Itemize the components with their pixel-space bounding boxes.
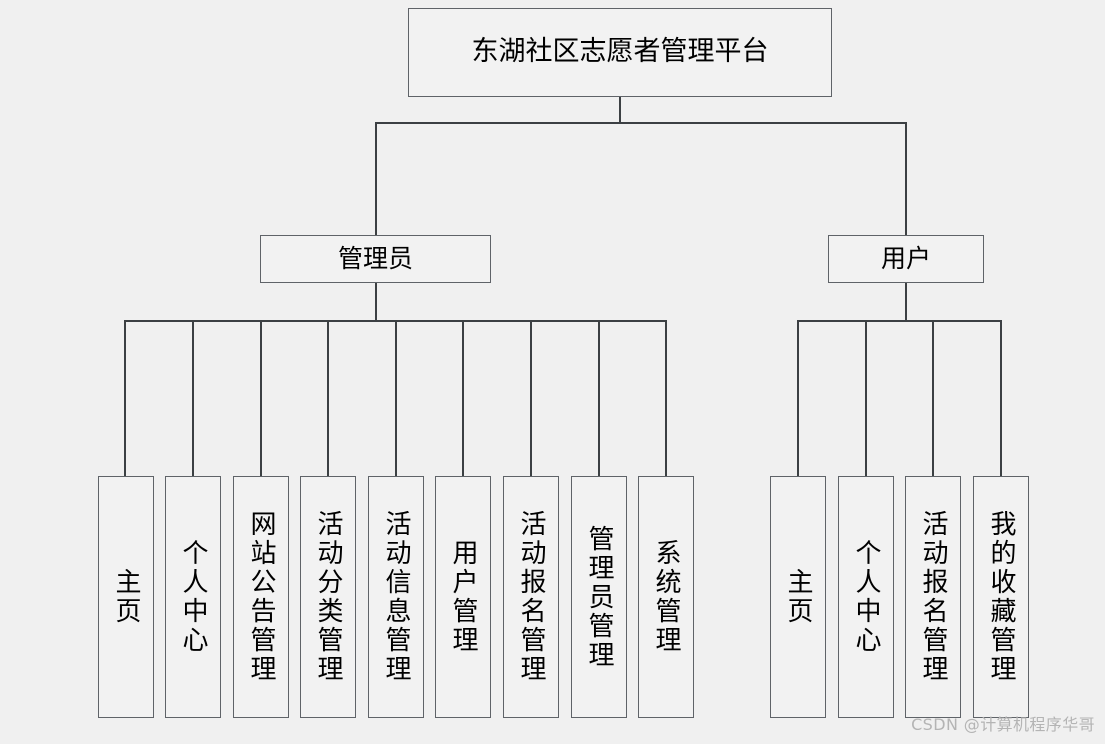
connector-user-stem [905,283,907,321]
connector-user-drop-4 [1000,320,1002,476]
connector-admin-stem [375,283,377,321]
node-root-label: 东湖社区志愿者管理平台 [471,36,769,68]
node-role-user[interactable]: 用户 [828,235,984,283]
connector-user-drop-3 [932,320,934,476]
connector-admin-drop-4 [327,320,329,476]
node-admin-module-user-management-label: 用户管理 [448,539,478,655]
connector-level2-bus [375,122,907,124]
node-user-module-home[interactable]: 主页 [770,476,826,718]
connector-admin-drop-9 [665,320,667,476]
node-role-admin-label: 管理员 [337,243,413,273]
connector-admin-drop-8 [598,320,600,476]
node-admin-module-site-announcement-label: 网站公告管理 [246,510,276,684]
node-admin-module-home-label: 主页 [111,568,141,626]
node-user-module-personal-center[interactable]: 个人中心 [838,476,894,718]
node-admin-module-system-management[interactable]: 系统管理 [638,476,694,718]
node-admin-module-system-management-label: 系统管理 [651,539,681,655]
connector-user-drop-2 [865,320,867,476]
connector-root-stem [619,97,621,123]
connector-admin-drop-2 [192,320,194,476]
node-admin-module-admin-management-label: 管理员管理 [584,524,614,670]
node-role-user-label: 用户 [880,243,931,273]
csdn-watermark: CSDN @计算机程序华哥 [911,715,1095,734]
node-admin-module-activity-signup-label: 活动报名管理 [516,510,546,684]
connector-to-user [905,122,907,236]
node-admin-module-home[interactable]: 主页 [98,476,154,718]
node-user-module-personal-center-label: 个人中心 [851,539,881,655]
node-admin-module-admin-management[interactable]: 管理员管理 [571,476,627,718]
connector-admin-drop-1 [124,320,126,476]
node-user-module-my-favorites-label: 我的收藏管理 [986,510,1016,684]
node-admin-module-user-management[interactable]: 用户管理 [435,476,491,718]
connector-user-bus [797,320,1002,322]
node-admin-module-activity-category[interactable]: 活动分类管理 [300,476,356,718]
node-admin-module-activity-signup[interactable]: 活动报名管理 [503,476,559,718]
node-user-module-activity-signup-label: 活动报名管理 [918,510,948,684]
connector-admin-drop-7 [530,320,532,476]
node-user-module-my-favorites[interactable]: 我的收藏管理 [973,476,1029,718]
node-user-module-home-label: 主页 [783,568,813,626]
node-admin-module-activity-category-label: 活动分类管理 [313,510,343,684]
node-admin-module-site-announcement[interactable]: 网站公告管理 [233,476,289,718]
node-admin-module-personal-center-label: 个人中心 [178,539,208,655]
connector-admin-drop-5 [395,320,397,476]
node-root-platform[interactable]: 东湖社区志愿者管理平台 [408,8,832,97]
node-admin-module-personal-center[interactable]: 个人中心 [165,476,221,718]
connector-user-drop-1 [797,320,799,476]
node-admin-module-activity-info-label: 活动信息管理 [381,510,411,684]
connector-admin-drop-3 [260,320,262,476]
node-user-module-activity-signup[interactable]: 活动报名管理 [905,476,961,718]
connector-admin-drop-6 [462,320,464,476]
node-admin-module-activity-info[interactable]: 活动信息管理 [368,476,424,718]
connector-to-admin [375,122,377,236]
node-role-admin[interactable]: 管理员 [260,235,491,283]
